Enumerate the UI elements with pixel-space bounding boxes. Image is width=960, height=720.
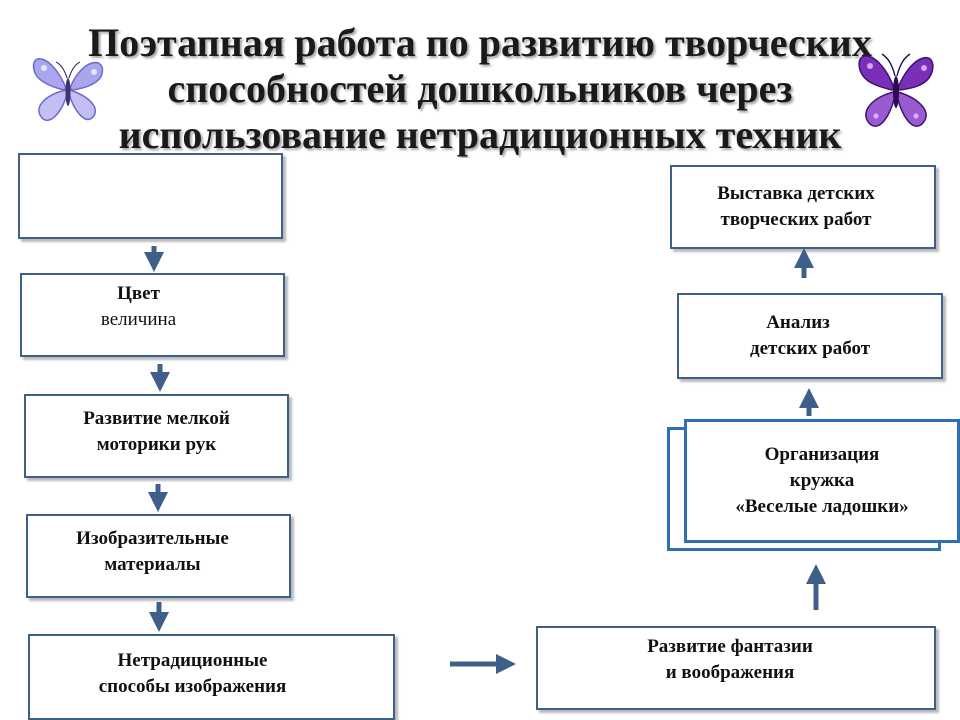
box-art-materials: Изобразительные материалы [26, 514, 291, 598]
box-nontraditional-techniques-line1: Нетрадиционные [117, 650, 268, 671]
box-analysis-line2: детских работ [749, 338, 871, 359]
box-exhibition-line2: творческих работ [720, 209, 872, 230]
box-club-organization: Организация кружка «Веселые ладошки» [684, 419, 960, 543]
box-color-size-line2: величина [100, 309, 177, 330]
box-club-line3: «Веселые ладошки» [735, 496, 909, 517]
box-club-line1: Организация [764, 444, 880, 465]
box-color-size-line1: Цвет [117, 283, 160, 304]
butterfly-right-icon [858, 53, 934, 127]
title-line-2: способностей дошкольников через [167, 66, 793, 111]
box-exhibition: Выставка детских творческих работ [670, 165, 936, 249]
box-color-size: Цвет величина [20, 273, 285, 357]
box-nontraditional-techniques: Нетрадиционные способы изображения [28, 634, 395, 720]
box-fantasy-line1: Развитие фантазии [647, 636, 813, 657]
box-fantasy: Развитие фантазии и воображения [536, 626, 936, 710]
box-fine-motor-line1: Развитие мелкой [83, 408, 230, 429]
box-fine-motor: Развитие мелкой моторики рук [24, 394, 289, 478]
box-club-line2: кружка [789, 470, 855, 491]
title-line-3: использование нетрадиционных техник [118, 112, 842, 157]
butterfly-left-icon [32, 58, 104, 121]
box-nontraditional-techniques-line2: способы изображения [98, 676, 287, 697]
box-analysis: Анализ детских работ [677, 293, 943, 379]
box-analysis-line1: Анализ [766, 312, 830, 333]
box-exhibition-line1: Выставка детских [717, 183, 875, 204]
box-fine-motor-line2: моторики рук [96, 434, 217, 455]
box-fantasy-line2: и воображения [665, 662, 795, 683]
title-line-1: Поэтапная работа по развитию творческих [88, 20, 872, 65]
box-empty [18, 153, 283, 239]
box-art-materials-line2: материалы [104, 554, 201, 575]
box-art-materials-line1: Изобразительные [76, 528, 229, 549]
diagram-title: Поэтапная работа по развитию творческих … [40, 20, 920, 158]
